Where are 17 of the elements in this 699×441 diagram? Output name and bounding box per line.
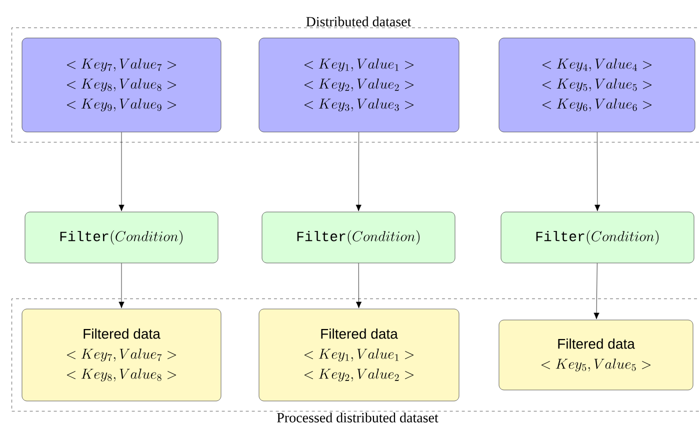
arrow <box>594 132 600 212</box>
filter-box: $\texttt{Filter}(Condition)$ <box>500 212 694 264</box>
group-caption: Distributed dataset <box>306 16 412 26</box>
result-box: Filtered data $< Key_7, Value_7 >$ $< Key_8, Value_8 >$ <box>22 308 222 402</box>
arrow <box>594 262 600 320</box>
arrow <box>356 132 362 212</box>
filter-box: $\texttt{Filter}(Condition)$ <box>262 212 456 264</box>
arrow <box>118 262 124 308</box>
kv-box: $< Key_1, Value_1 >$ $< Key_2, Value_2 >$ $< Key_3, Value_3 >$ <box>258 38 460 132</box>
arrow <box>118 132 124 212</box>
filter-box: $\texttt{Filter}(Condition)$ <box>24 212 218 264</box>
result-box: Filtered data $< Key_5, Value_5 >$ <box>498 320 694 390</box>
kv-box: $< Key_7, Value_7 >$ $< Key_8, Value_8 >$ $< Key_9, Value_9 >$ <box>22 38 222 132</box>
kv-box: $< Key_4, Value_4 >$ $< Key_5, Value_5 >$ $< Key_6, Value_6 >$ <box>498 38 696 132</box>
arrow <box>356 262 362 308</box>
group-caption: Processed distributed dataset <box>277 412 438 422</box>
result-box: Filtered data $< Key_1, Value_1 >$ $< Key_2, Value_2 >$ <box>258 308 460 402</box>
